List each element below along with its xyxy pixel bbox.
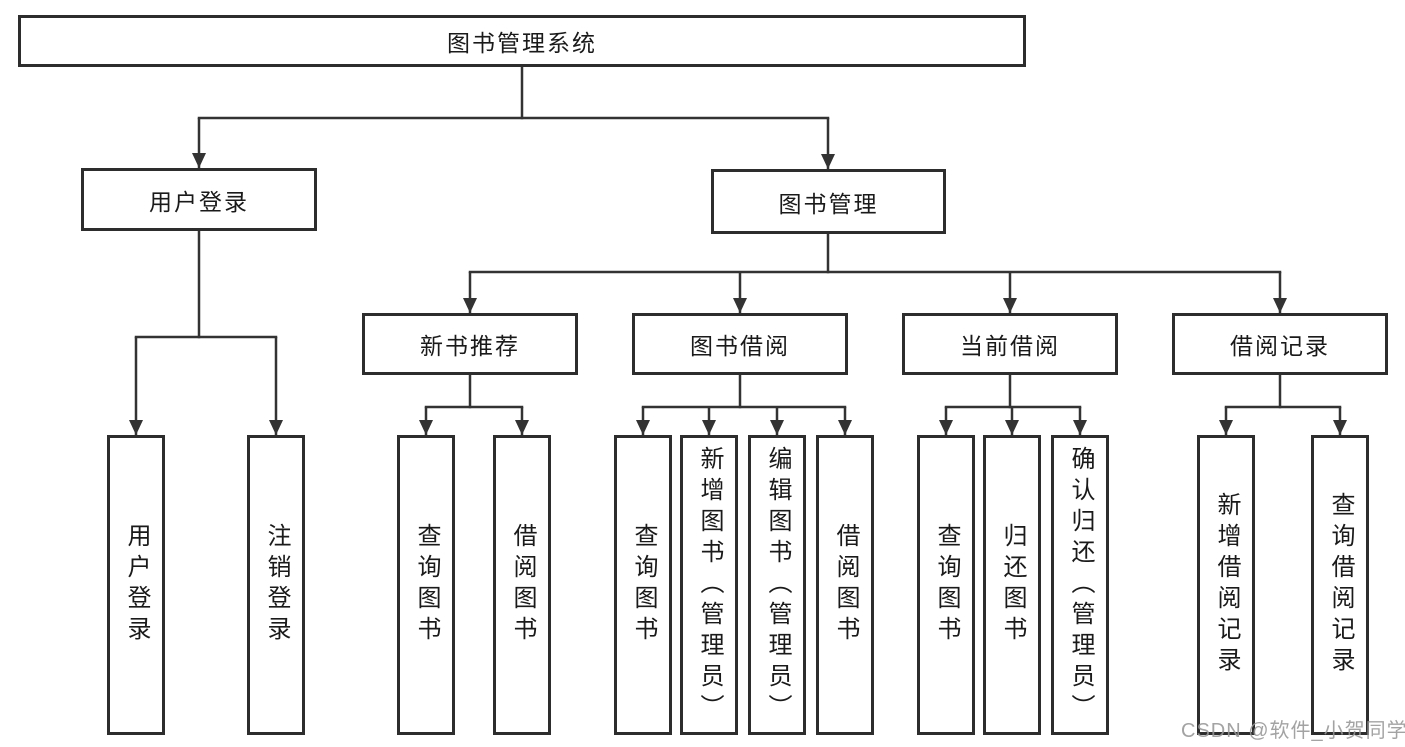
node-user-login: 用户登录 (81, 168, 317, 231)
node-borrowing-records: 借阅记录 (1172, 313, 1388, 375)
node-label: 图书管理 (778, 190, 879, 217)
watermark: CSDN @软件_小贺同学 (1181, 720, 1405, 742)
node-label: 借阅记录 (1230, 333, 1330, 359)
leaf-label: 归还图书 (999, 523, 1026, 647)
leaf-label: 新增图书（管理员） (696, 445, 723, 725)
node-label: 图书管理系统 (447, 30, 597, 56)
leaf-label: 编辑图书（管理员） (764, 445, 791, 725)
leaf-label: 查询借阅记录 (1327, 492, 1354, 678)
leaf-borrow-books-borrowing: 借阅图书 (816, 435, 874, 735)
node-label: 用户登录 (149, 188, 249, 215)
leaf-return-books: 归还图书 (983, 435, 1041, 735)
leaf-label: 确认归还（管理员） (1067, 445, 1094, 725)
node-book-borrowing: 图书借阅 (632, 313, 848, 375)
leaf-query-books-current: 查询图书 (917, 435, 975, 735)
leaf-label: 借阅图书 (509, 523, 536, 647)
node-label: 新书推荐 (420, 333, 520, 359)
leaf-label: 新增借阅记录 (1213, 492, 1240, 678)
leaf-add-books-admin: 新增图书（管理员） (680, 435, 738, 735)
node-new-book-recommendation: 新书推荐 (362, 313, 578, 375)
leaf-label: 查询图书 (933, 523, 960, 647)
leaf-label: 注销登录 (263, 523, 290, 647)
leaf-user-login: 用户登录 (107, 435, 165, 735)
node-library-system: 图书管理系统 (18, 15, 1026, 67)
leaf-label: 查询图书 (630, 523, 657, 647)
node-book-management: 图书管理 (711, 169, 946, 234)
leaf-logout: 注销登录 (247, 435, 305, 735)
leaf-query-books-borrowing: 查询图书 (614, 435, 672, 735)
leaf-borrow-books-recommendation: 借阅图书 (493, 435, 551, 735)
node-label: 图书借阅 (690, 333, 790, 359)
leaf-label: 借阅图书 (832, 523, 859, 647)
leaf-confirm-return-admin: 确认归还（管理员） (1051, 435, 1109, 735)
node-current-borrowing: 当前借阅 (902, 313, 1118, 375)
leaf-add-borrowing-record: 新增借阅记录 (1197, 435, 1255, 735)
leaf-query-borrowing-record: 查询借阅记录 (1311, 435, 1369, 735)
leaf-label: 查询图书 (413, 523, 440, 647)
leaf-edit-books-admin: 编辑图书（管理员） (748, 435, 806, 735)
leaf-query-books-recommendation: 查询图书 (397, 435, 455, 735)
leaf-label: 用户登录 (123, 523, 150, 647)
node-label: 当前借阅 (960, 333, 1060, 359)
